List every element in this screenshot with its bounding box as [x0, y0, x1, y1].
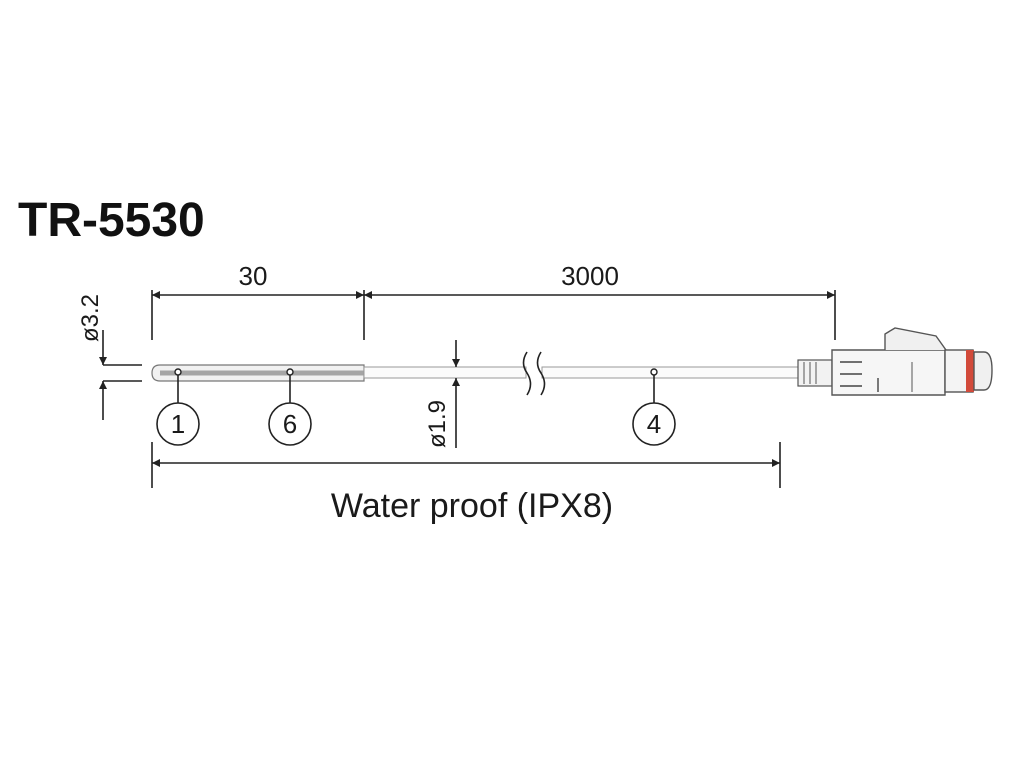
cable-length-label: 3000 [561, 261, 619, 291]
dimension-cable-diameter: ø1.9 [424, 340, 460, 448]
seal-ring [966, 350, 974, 392]
dimension-sensor-length: 30 [151, 261, 365, 340]
cable-break-symbol [522, 351, 546, 396]
cable-diameter-label: ø1.9 [424, 400, 451, 448]
part-marker-1-label: 1 [171, 409, 185, 439]
sensor-probe [151, 364, 365, 382]
sensor-diameter-label: ø3.2 [77, 294, 104, 342]
part-marker-4-label: 4 [647, 409, 661, 439]
dimension-cable-length: 3000 [364, 261, 836, 340]
part-marker-4: 4 [632, 368, 676, 446]
connector [797, 327, 993, 396]
part-marker-1: 1 [156, 368, 200, 446]
dimension-waterproof: Water proof (IPX8) [151, 442, 781, 525]
waterproof-caption: Water proof (IPX8) [331, 487, 613, 525]
dimension-sensor-diameter: ø3.2 [77, 294, 142, 420]
part-marker-6-label: 6 [283, 409, 297, 439]
product-title: TR-5530 [18, 194, 205, 247]
cable [363, 351, 801, 396]
sensor-length-label: 30 [239, 261, 268, 291]
part-marker-6: 6 [268, 368, 312, 446]
